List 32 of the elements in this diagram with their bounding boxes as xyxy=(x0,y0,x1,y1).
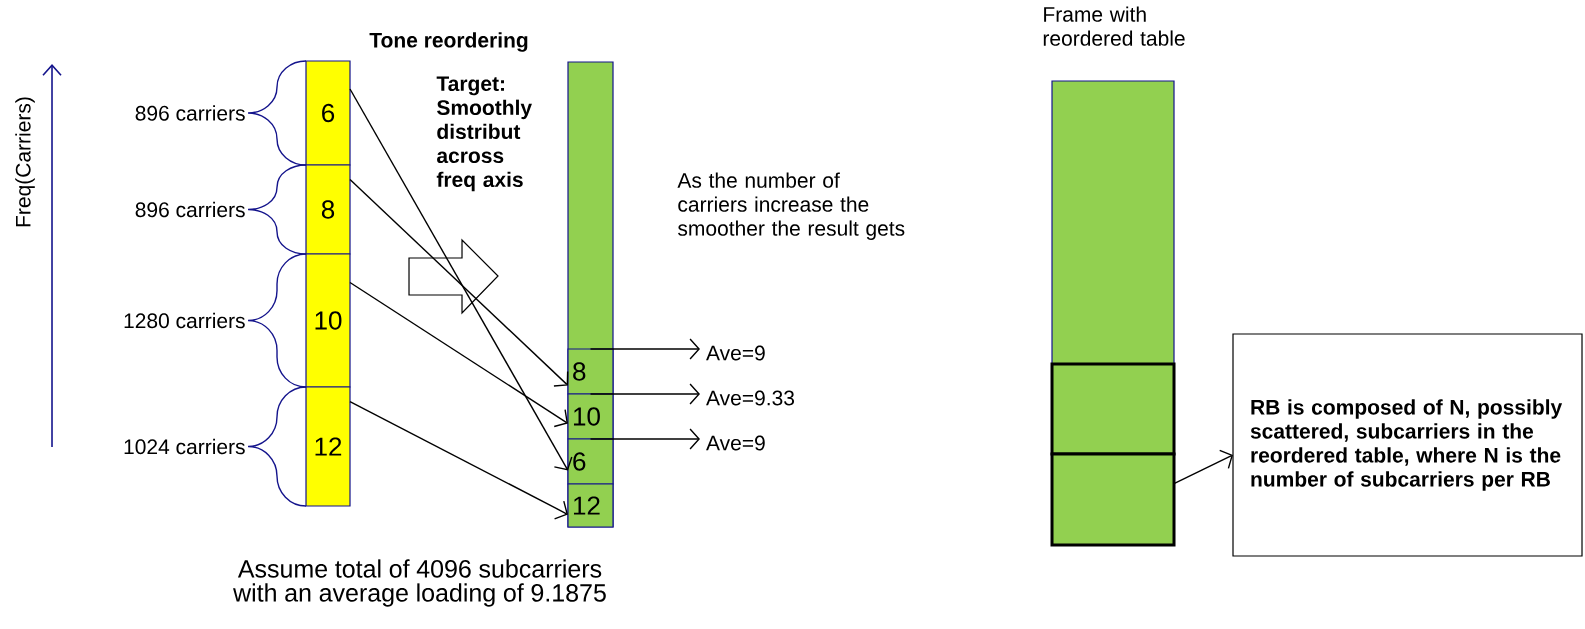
cell: 12 xyxy=(567,483,614,528)
arrow xyxy=(589,338,700,360)
brace-label: 1024 carriers xyxy=(124,438,245,455)
arrow xyxy=(349,88,573,471)
arrow xyxy=(349,178,569,387)
section-heading: Tone reordering xyxy=(369,32,528,52)
arrow xyxy=(349,400,568,520)
arrow xyxy=(589,383,700,405)
brace-label: 1280 carriers xyxy=(124,312,245,329)
cell: 8 xyxy=(567,348,614,395)
cell: 6 xyxy=(567,438,614,485)
cell: 10 xyxy=(567,393,614,440)
note: As the number of carriers increase the smoother the result gets xyxy=(677,172,905,240)
cell: 10 xyxy=(305,253,351,388)
arrow xyxy=(1173,449,1233,485)
arrow xyxy=(349,281,568,428)
average-label: Ave=9.33 xyxy=(706,390,795,406)
average-label: Ave=9 xyxy=(706,345,765,361)
brace-label: 896 carriers xyxy=(135,105,245,121)
average-label: Ave=9 xyxy=(706,435,765,451)
brace-label: 896 carriers xyxy=(135,201,245,218)
resource-block xyxy=(1050,362,1176,456)
caption: Assume total of 4096 subcarriers with an average loading of 9.1875 xyxy=(233,559,606,607)
target-note: Target: Smoothly distribut across freq axis xyxy=(436,76,532,192)
axis-label: Freq(Carriers) xyxy=(15,97,35,227)
cell: 8 xyxy=(305,164,351,255)
callout-box: RB is composed of N, possibly scattered, subcarriers in the reordered table, where N is the number of subcarriers per RB xyxy=(1232,333,1583,557)
resource-block xyxy=(1050,452,1176,547)
cell: 6 xyxy=(305,60,351,166)
column-heading: Frame with reordered table xyxy=(1043,6,1185,46)
cell: 12 xyxy=(305,386,351,507)
arrow xyxy=(589,428,700,450)
